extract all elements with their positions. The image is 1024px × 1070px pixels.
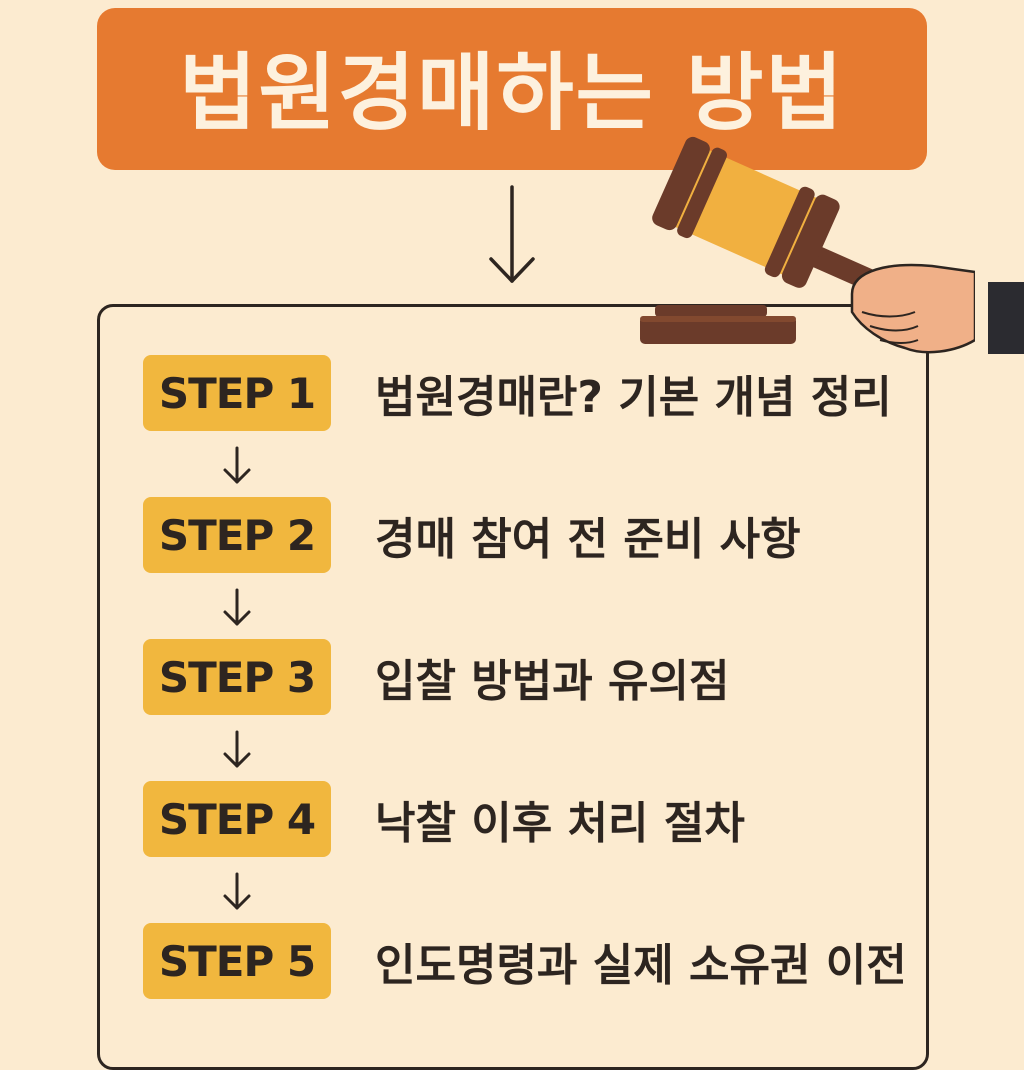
arrow-down-icon (223, 872, 251, 910)
page-title: 법원경매하는 방법 (179, 43, 845, 142)
step-text: 낙찰 이후 처리 절차 (375, 798, 745, 849)
arrow-down-icon (489, 185, 535, 283)
step-row-3: STEP 3 입찰 방법과 유의점 (143, 639, 729, 715)
gavel-icon (640, 136, 1024, 354)
step-badge: STEP 4 (143, 781, 331, 857)
step-badge: STEP 5 (143, 923, 331, 999)
step-badge: STEP 2 (143, 497, 331, 573)
arrow-down-icon (223, 446, 251, 484)
step-badge: STEP 1 (143, 355, 331, 431)
title-banner: 법원경매하는 방법 (97, 8, 927, 170)
step-row-1: STEP 1 법원경매란? 기본 개념 정리 (143, 355, 892, 431)
step-badge: STEP 3 (143, 639, 331, 715)
arrow-down-icon (223, 730, 251, 768)
arrow-down-icon (223, 588, 251, 626)
step-row-4: STEP 4 낙찰 이후 처리 절차 (143, 781, 745, 857)
step-row-2: STEP 2 경매 참여 전 준비 사항 (143, 497, 801, 573)
step-text: 인도명령과 실제 소유권 이전 (375, 940, 907, 991)
step-text: 경매 참여 전 준비 사항 (375, 514, 801, 565)
step-text: 법원경매란? 기본 개념 정리 (375, 372, 892, 423)
step-text: 입찰 방법과 유의점 (375, 656, 730, 707)
step-row-5: STEP 5 인도명령과 실제 소유권 이전 (143, 923, 907, 999)
